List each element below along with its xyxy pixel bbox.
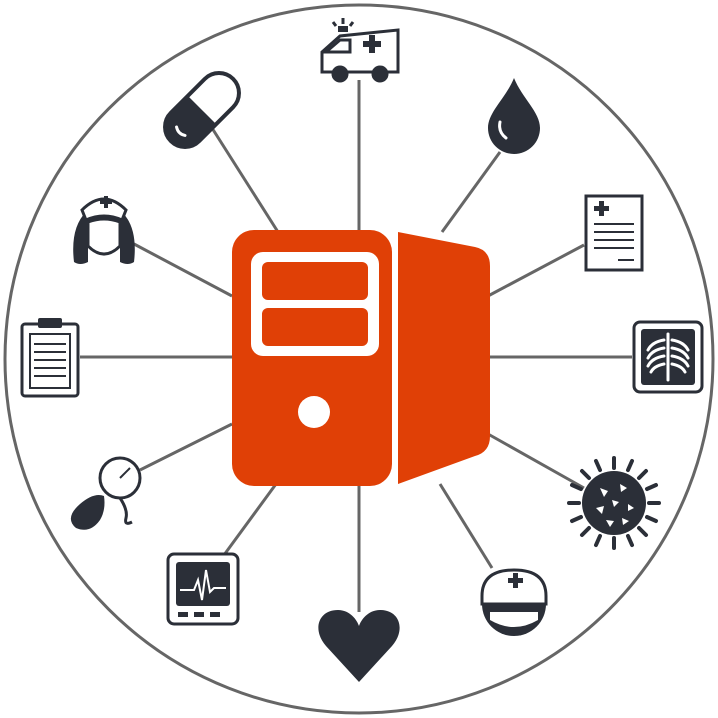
xray-icon: [632, 320, 704, 394]
connector-lines: [80, 80, 632, 612]
medical-record-icon: [584, 194, 644, 272]
clipboard-icon: [20, 318, 80, 398]
virus-icon: [567, 456, 661, 550]
connector-nurse: [133, 242, 233, 298]
heart-icon: [318, 610, 400, 682]
blood-drop-icon: [488, 78, 540, 154]
surgeon-icon: [480, 568, 548, 636]
connector-blood-drop: [440, 151, 502, 233]
connector-medical-record: [487, 243, 585, 298]
connector-gauge: [139, 422, 233, 472]
ecg-monitor-icon: [166, 552, 240, 626]
capsule-icon: [163, 71, 241, 149]
connector-virus: [487, 432, 585, 490]
connector-surgeon: [438, 483, 494, 569]
blood-pressure-gauge-icon: [70, 456, 142, 530]
server-icon: [232, 230, 490, 486]
nurse-icon: [73, 196, 135, 264]
ambulance-icon: [320, 18, 400, 83]
connector-ecg: [222, 483, 278, 556]
connector-capsule: [210, 127, 280, 233]
